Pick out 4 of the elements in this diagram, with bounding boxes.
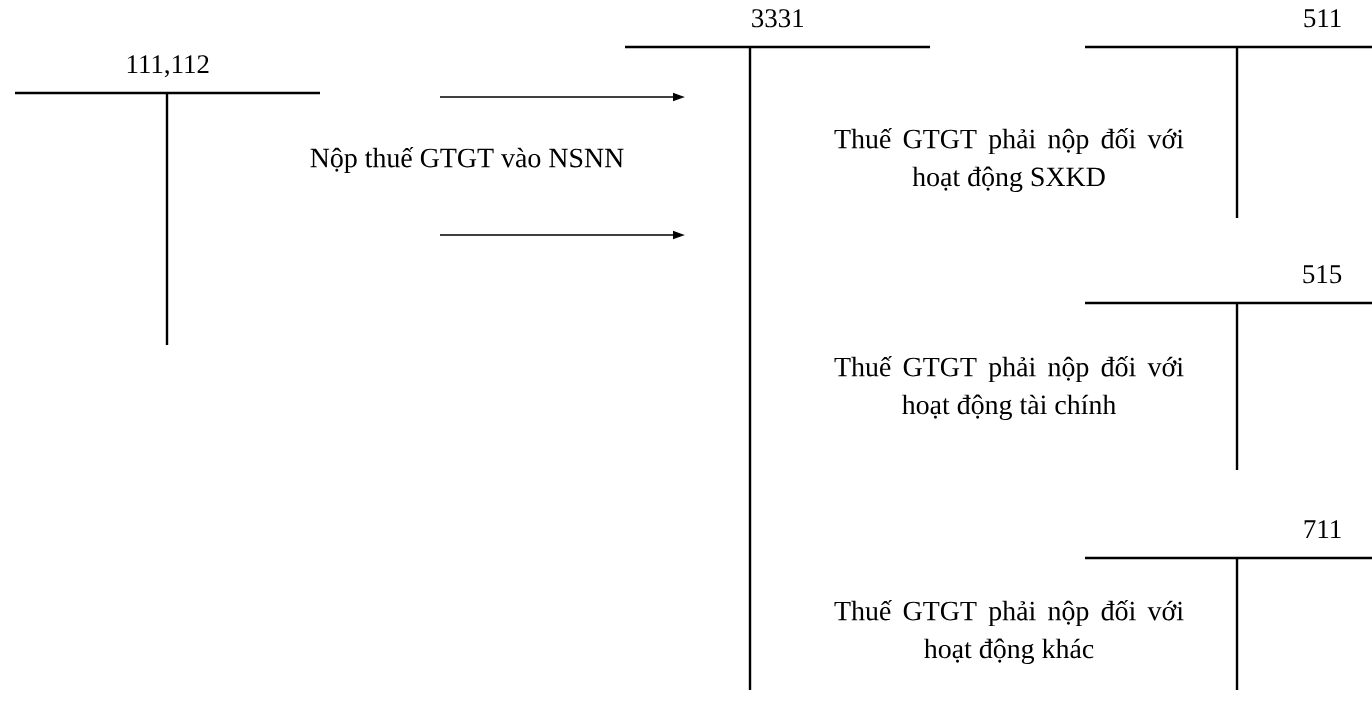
note-text: Thuế GTGT phải nộp đối với hoạt động khác	[834, 599, 1184, 665]
note-text: Nộp thuế GTGT vào NSNN	[310, 146, 624, 174]
note-text: Thuế GTGT phải nộp đối với hoạt động SXKD	[834, 127, 1184, 193]
note-text: Thuế GTGT phải nộp đối với hoạt động tài chính	[834, 355, 1184, 421]
